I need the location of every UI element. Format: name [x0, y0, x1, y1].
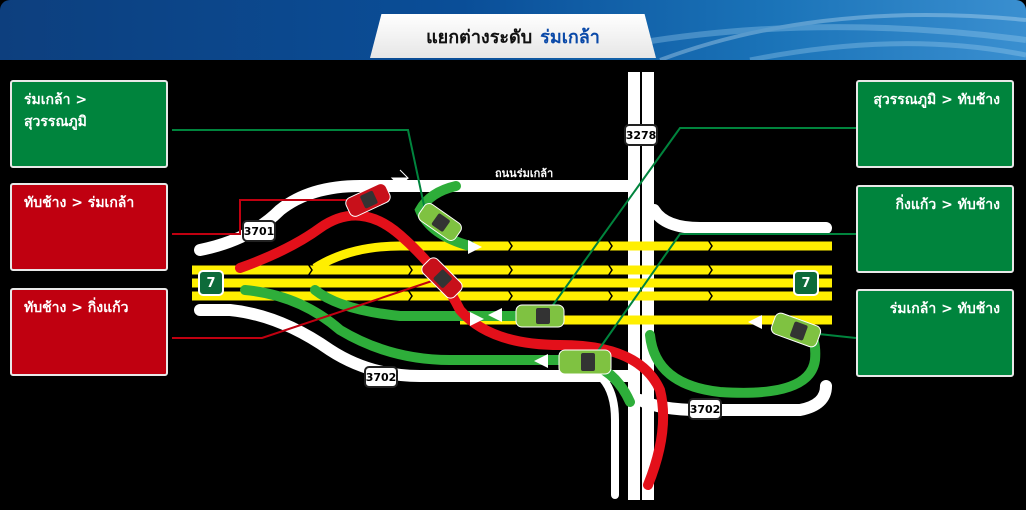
- legend-suvarnabhumi-to-thap-chang: สุวรรณภูมิ > ทับช้าง: [856, 80, 1014, 168]
- page-title: แยกต่างระดับ: [426, 26, 533, 48]
- route-shield-3701: 3701: [242, 220, 276, 242]
- legend-thap-chang-to-king-kaew: ทับช้าง > กิ่งแก้ว: [10, 288, 168, 376]
- motorway-chevrons: [307, 239, 713, 303]
- route-shield-3702-right: 3702: [688, 398, 722, 420]
- car-green-3: [558, 349, 612, 375]
- red-ramps: [235, 210, 669, 490]
- direction-arrows: [390, 169, 762, 368]
- route-shield-3702-left: 3702: [364, 366, 398, 388]
- title-tab: แยกต่างระดับ ร่มเกล้า: [370, 14, 656, 58]
- car-red-2: [421, 257, 463, 299]
- road-label-rom-klao: ถนนร่มเกล้า: [495, 167, 554, 180]
- car-green-4: [770, 312, 822, 348]
- legend-rom-klao-to-suvarnabhumi: ร่มเกล้า > สุวรรณภูมิ: [10, 80, 168, 168]
- route-shield-7-left: 7: [198, 270, 224, 296]
- car-green-2: [515, 304, 565, 328]
- legend-thap-chang-to-rom-klao: ทับช้าง > ร่มเกล้า: [10, 183, 168, 271]
- car-red-1: [345, 183, 391, 217]
- highway-photo-decoration: [600, 13, 1026, 60]
- car-green-1: [418, 203, 462, 241]
- route-shield-3278: 3278: [624, 124, 658, 146]
- legend-king-kaew-to-thap-chang: กิ่งแก้ว > ทับช้าง: [856, 185, 1014, 273]
- route-shield-7-right: 7: [793, 270, 819, 296]
- motorway-7: [192, 241, 832, 325]
- page-title-accent: ร่มเกล้า: [540, 26, 600, 48]
- legend-connectors: [172, 127, 857, 356]
- legend-rom-klao-to-thap-chang: ร่มเกล้า > ทับช้าง: [856, 289, 1014, 377]
